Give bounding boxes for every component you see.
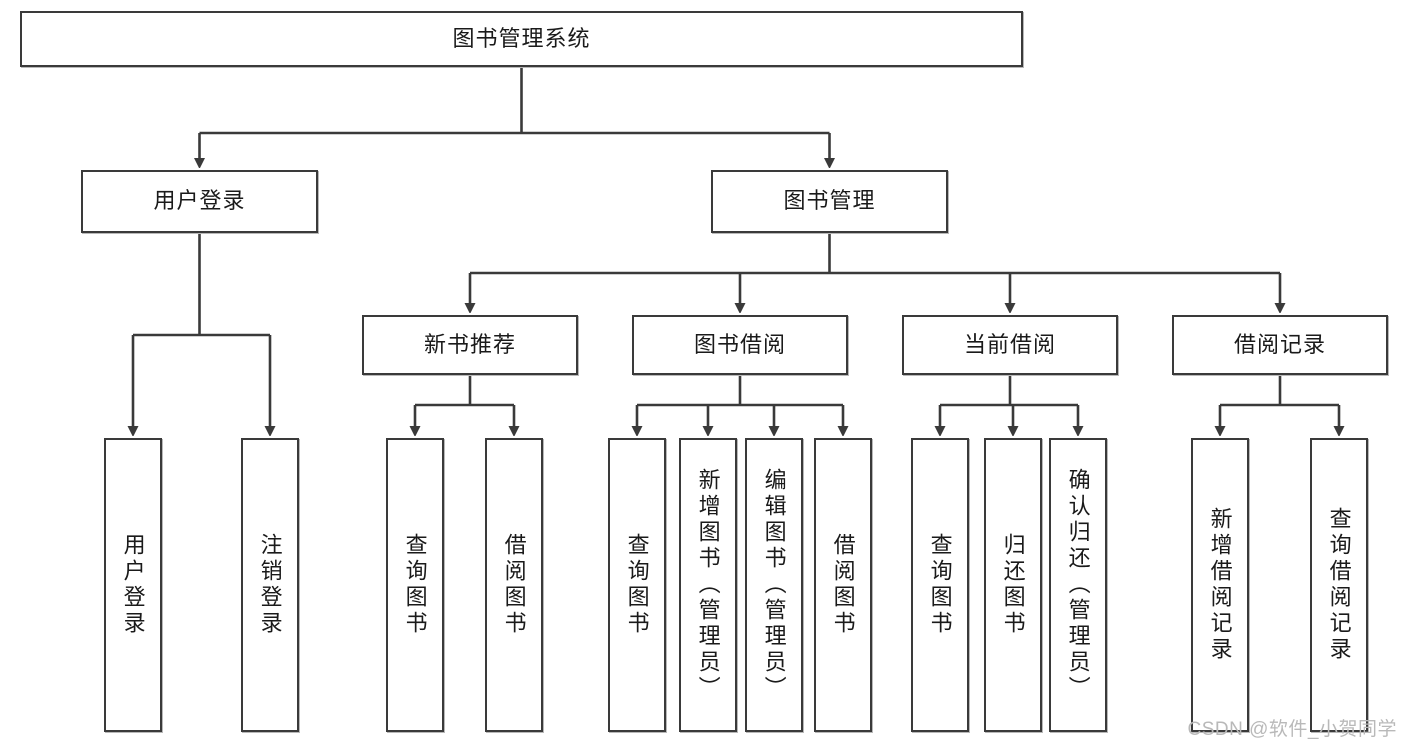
node-new-book-recommend[interactable]: 新书推荐 — [362, 315, 578, 375]
node-borrow-records[interactable]: 借阅记录 — [1172, 315, 1388, 375]
node-label: 图书管理 — [783, 188, 876, 214]
node-book-management[interactable]: 图书管理 — [711, 170, 948, 233]
node-label: 编辑图书（管理员） — [761, 468, 787, 702]
node-label: 图书借阅 — [693, 331, 786, 357]
node-label: 用户登录 — [120, 533, 146, 637]
node-leaf-borrow-book-recommend[interactable]: 借阅图书 — [485, 438, 543, 732]
node-leaf-user-login[interactable]: 用户登录 — [104, 438, 162, 732]
node-current-borrow[interactable]: 当前借阅 — [902, 315, 1118, 375]
node-book-borrow[interactable]: 图书借阅 — [632, 315, 848, 375]
node-leaf-query-book-current[interactable]: 查询图书 — [911, 438, 969, 732]
node-label: 图书管理系统 — [452, 25, 591, 51]
node-leaf-query-book-recommend[interactable]: 查询图书 — [386, 438, 444, 732]
node-label: 查询图书 — [402, 533, 428, 637]
node-label: 归还图书 — [1000, 533, 1026, 637]
node-label: 查询图书 — [624, 533, 650, 637]
node-leaf-borrow-book[interactable]: 借阅图书 — [814, 438, 872, 732]
node-leaf-query-book-borrow[interactable]: 查询图书 — [608, 438, 666, 732]
csdn-watermark: CSDN @软件_小贺同学 — [1187, 719, 1397, 740]
node-leaf-query-borrow-record[interactable]: 查询借阅记录 — [1310, 438, 1368, 732]
node-label: 新增借阅记录 — [1207, 507, 1233, 663]
node-label: 查询借阅记录 — [1326, 507, 1352, 663]
node-leaf-add-book-admin[interactable]: 新增图书（管理员） — [679, 438, 737, 732]
node-leaf-confirm-return-admin[interactable]: 确认归还（管理员） — [1049, 438, 1107, 732]
node-label: 借阅图书 — [501, 533, 527, 637]
node-user-login[interactable]: 用户登录 — [81, 170, 318, 233]
node-label: 查询图书 — [927, 533, 953, 637]
node-leaf-add-borrow-record[interactable]: 新增借阅记录 — [1191, 438, 1249, 732]
node-label: 确认归还（管理员） — [1065, 468, 1091, 702]
node-label: 用户登录 — [153, 188, 246, 214]
node-label: 新书推荐 — [423, 331, 516, 357]
node-label: 当前借阅 — [963, 331, 1056, 357]
node-leaf-return-book[interactable]: 归还图书 — [984, 438, 1042, 732]
node-label: 借阅图书 — [830, 533, 856, 637]
node-label: 新增图书（管理员） — [695, 468, 721, 702]
node-leaf-logout[interactable]: 注销登录 — [241, 438, 299, 732]
node-leaf-edit-book-admin[interactable]: 编辑图书（管理员） — [745, 438, 803, 732]
node-root[interactable]: 图书管理系统 — [20, 11, 1023, 67]
node-label: 借阅记录 — [1233, 331, 1326, 357]
node-label: 注销登录 — [257, 533, 283, 637]
